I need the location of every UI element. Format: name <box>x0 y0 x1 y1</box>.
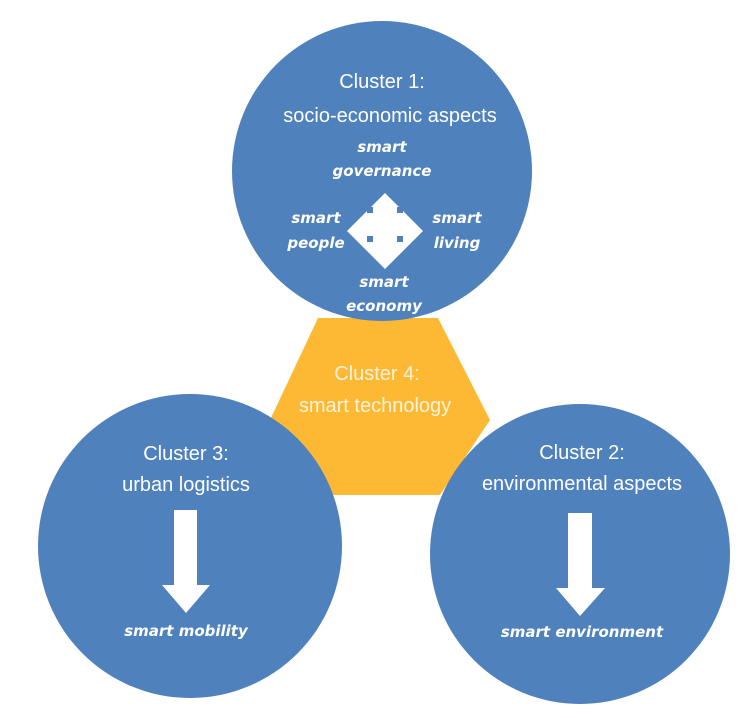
cluster-4-title-line1: Cluster 4: <box>334 363 420 385</box>
smart-people-label-1: smart <box>291 209 341 227</box>
smart-living-label-2: living <box>434 234 481 252</box>
four-way-arrow-icon <box>347 193 423 269</box>
cluster-2-title-line2: environmental aspects <box>482 473 682 495</box>
smart-people-label-2: people <box>286 234 344 252</box>
smart-economy-label-1: smart <box>359 273 409 291</box>
cluster-3-title-line1: Cluster 3: <box>143 443 229 465</box>
cluster-3-title-line2: urban logistics <box>122 474 250 496</box>
cluster-1-title-line2: socio-economic aspects <box>283 105 496 127</box>
cluster-1-title-line1: Cluster 1: <box>339 71 425 93</box>
down-arrow-icon <box>556 513 605 616</box>
smart-living-label-1: smart <box>432 209 482 227</box>
smart-governance-label-2: governance <box>333 162 432 180</box>
smart-mobility-label: smart mobility <box>124 622 249 640</box>
cluster-2-title-line1: Cluster 2: <box>539 442 625 464</box>
down-arrow-icon <box>162 510 210 613</box>
cluster-4-hexagon <box>270 318 490 495</box>
cluster-1-circle <box>232 21 532 321</box>
smart-governance-label-1: smart <box>357 138 407 156</box>
cluster-4-title-line2: smart technology <box>299 395 451 417</box>
smart-environment-label: smart environment <box>501 623 664 641</box>
smart-economy-label-2: economy <box>346 297 423 315</box>
